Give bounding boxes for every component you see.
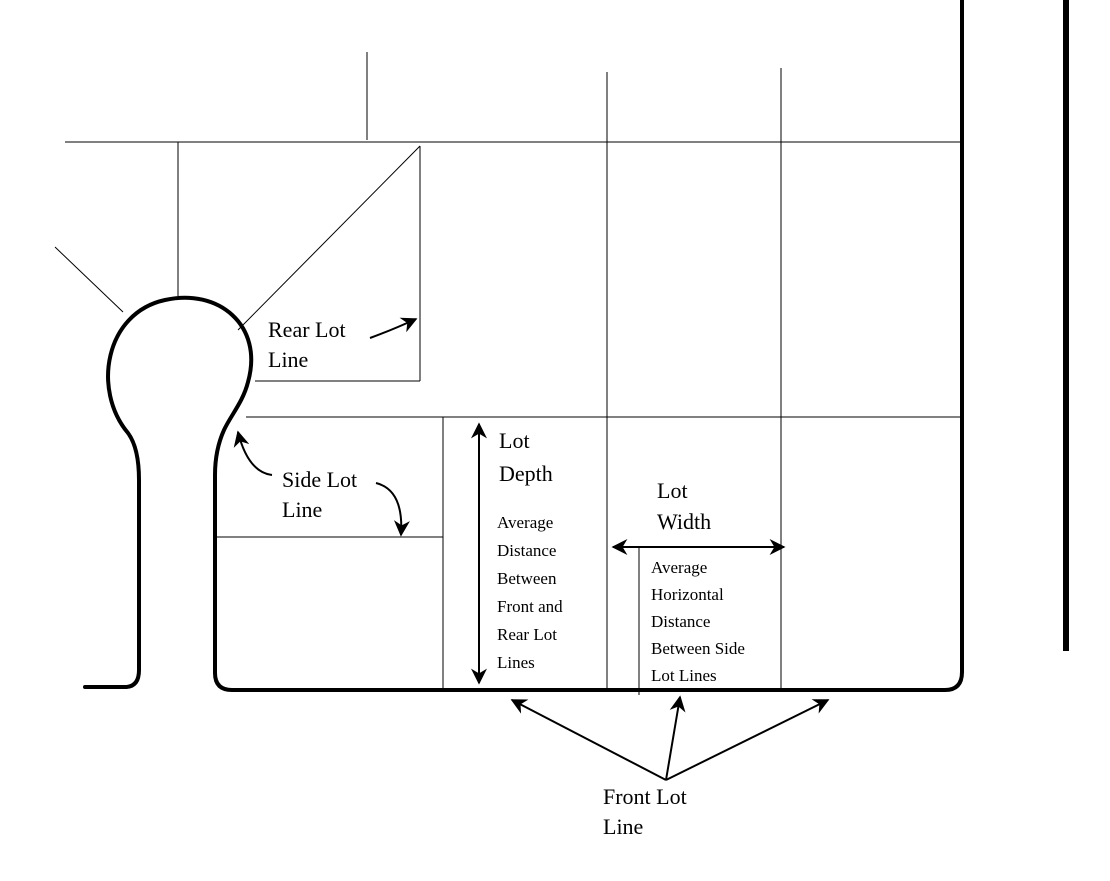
front-lot-line-arrow-left (510, 699, 667, 781)
street-boundary (83, 0, 964, 692)
rear-lot-line-arrow (369, 317, 418, 339)
lot-depth-text-2: Depth (499, 461, 553, 486)
side-lot-line-arrow-right (375, 482, 410, 537)
lot-grid-lines (54, 52, 962, 690)
rear-lot-line-label: Rear Lot Line (268, 317, 346, 372)
depth-desc-line-2: Distance (497, 541, 556, 560)
lot-line-diagonal-left (54, 246, 124, 313)
depth-desc-line-1: Average (497, 513, 553, 532)
depth-desc-line-5: Rear Lot (497, 625, 557, 644)
lot-width-text-1: Lot (657, 478, 688, 503)
lot-depth-text-1: Lot (499, 428, 530, 453)
lot-width-label: Lot Width (657, 478, 711, 534)
width-desc-line-3: Distance (651, 612, 710, 631)
width-desc-line-1: Average (651, 558, 707, 577)
front-lot-line-arrow-right (665, 699, 830, 781)
width-desc-line-4: Between Side (651, 639, 745, 658)
front-lot-line-text-2: Line (603, 814, 643, 839)
side-lot-line-arrow-left (233, 430, 273, 476)
lot-width-text-2: Width (657, 509, 711, 534)
rear-lot-line-text-2: Line (268, 347, 308, 372)
lot-width-description: Average Horizontal Distance Between Side… (651, 558, 745, 685)
width-desc-line-5: Lot Lines (651, 666, 717, 685)
annotation-arrows (233, 317, 830, 781)
lot-depth-label: Lot Depth (499, 428, 553, 486)
side-lot-line-label: Side Lot Line (282, 467, 357, 522)
lot-line-diagonal-rear (237, 145, 421, 331)
width-desc-line-2: Horizontal (651, 585, 724, 604)
depth-desc-line-6: Lines (497, 653, 535, 672)
front-lot-line-arrow-middle (665, 695, 686, 781)
side-lot-line-text-1: Side Lot (282, 467, 357, 492)
front-lot-line-text-1: Front Lot (603, 784, 687, 809)
front-lot-line-label: Front Lot Line (603, 784, 687, 839)
depth-desc-line-3: Between (497, 569, 557, 588)
lot-depth-description: Average Distance Between Front and Rear … (497, 513, 563, 672)
depth-desc-line-4: Front and (497, 597, 563, 616)
rear-lot-line-text-1: Rear Lot (268, 317, 346, 342)
side-lot-line-text-2: Line (282, 497, 322, 522)
